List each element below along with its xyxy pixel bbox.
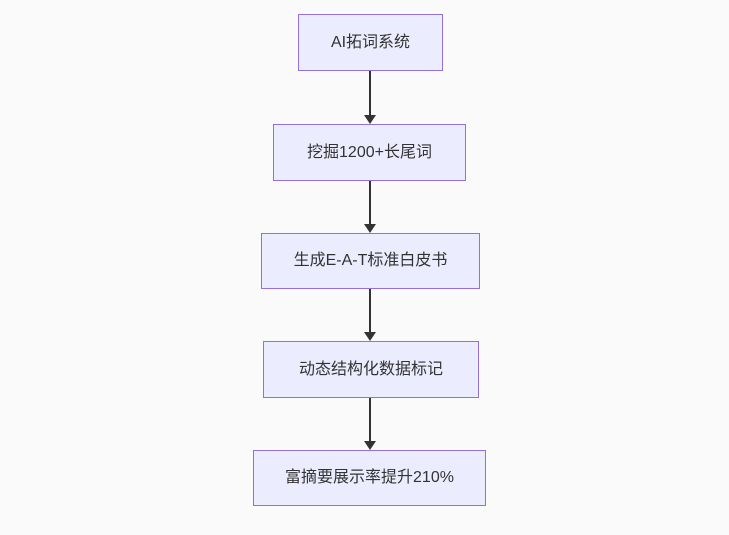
flow-node-dynamic-structured-data-markup: 动态结构化数据标记 — [263, 341, 479, 398]
flow-node-label: 生成E-A-T标准白皮书 — [293, 252, 448, 270]
arrowhead-down-icon — [364, 224, 376, 233]
flow-node-label: 富摘要展示率提升210% — [285, 469, 454, 487]
flow-node-label: AI拓词系统 — [330, 33, 411, 51]
flow-node-rich-snippet-rate-increase: 富摘要展示率提升210% — [253, 450, 486, 506]
arrow-line — [369, 398, 371, 442]
flow-node-eat-whitepaper: 生成E-A-T标准白皮书 — [261, 233, 480, 289]
arrowhead-down-icon — [364, 115, 376, 124]
arrow-line — [369, 71, 371, 116]
flow-node-ai-word-expansion-system: AI拓词系统 — [298, 14, 443, 71]
flow-node-longtail-keyword-mining: 挖掘1200+长尾词 — [273, 124, 466, 181]
arrowhead-down-icon — [364, 441, 376, 450]
arrow-line — [369, 289, 371, 333]
flow-node-label: 动态结构化数据标记 — [298, 360, 443, 378]
flow-arrow-2 — [364, 181, 376, 233]
flow-arrow-3 — [364, 289, 376, 341]
arrowhead-down-icon — [364, 332, 376, 341]
flow-node-label: 挖掘1200+长尾词 — [307, 143, 432, 161]
flow-arrow-4 — [364, 398, 376, 450]
flow-arrow-1 — [364, 71, 376, 124]
arrow-line — [369, 181, 371, 225]
